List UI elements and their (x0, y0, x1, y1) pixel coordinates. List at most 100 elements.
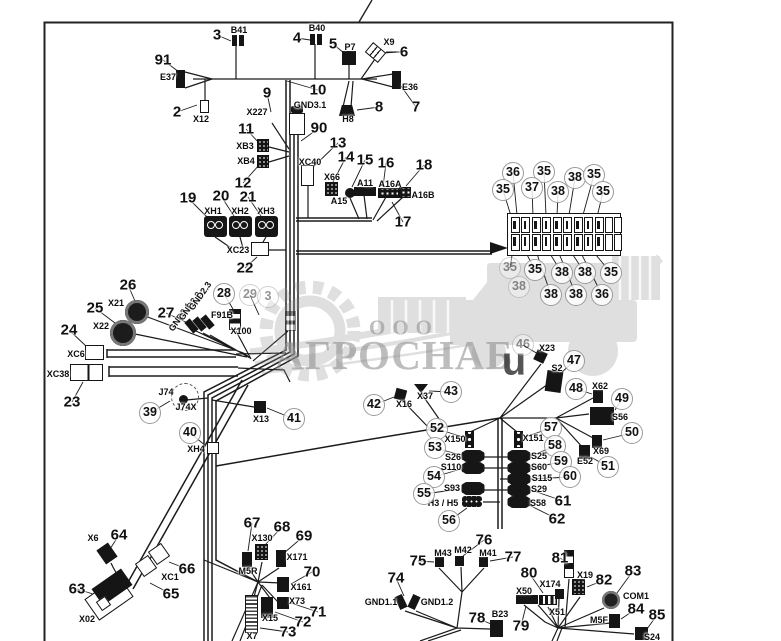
callout-38: 38 (565, 284, 587, 306)
leader-line-61 (530, 489, 564, 502)
leader-line-84 (620, 608, 637, 620)
leader-line-78 (476, 617, 492, 625)
callout-3: 3 (212, 26, 222, 44)
callout-35: 35 (533, 161, 555, 183)
part-label-x151: X151 (522, 433, 544, 443)
part-label-x6: X6 (87, 533, 99, 543)
xh2-relay (229, 216, 252, 237)
fuse-slot-empty (613, 233, 622, 251)
part-label-x7: X7 (246, 631, 258, 641)
leader-line-3 (216, 34, 232, 42)
part-label-m41: M41 (479, 548, 497, 558)
s115-switch (509, 473, 529, 485)
callout-39: 39 (139, 402, 161, 424)
callout-17: 17 (394, 213, 412, 231)
callout-90: 90 (310, 119, 328, 137)
callout-37: 37 (521, 177, 543, 199)
x22-sensor (110, 320, 136, 346)
m5f-motor (609, 614, 620, 628)
callout-54: 54 (423, 466, 445, 488)
callout-79: 79 (512, 617, 530, 635)
callout-22: 22 (236, 259, 254, 277)
callout-24: 24 (60, 321, 78, 339)
part-label-xc23: XC23 (226, 245, 250, 255)
part-label-x66: X66 (323, 172, 341, 182)
j74x-splice-ring (171, 383, 199, 411)
callout-60: 60 (559, 466, 581, 488)
callout-38: 38 (551, 262, 573, 284)
callout-16: 16 (377, 154, 395, 172)
callout-73: 73 (279, 623, 297, 641)
leader-line-16 (382, 162, 387, 188)
x7-connector (245, 595, 258, 633)
leader-line-82 (586, 579, 605, 588)
leader-line-2 (176, 104, 198, 113)
a11-module (354, 187, 376, 196)
part-label-x227: X227 (246, 107, 268, 117)
b40-connector-b (317, 34, 322, 45)
leader-line-13 (309, 142, 339, 171)
leader-line-77 (489, 556, 514, 562)
part-label-p7: P7 (344, 42, 356, 52)
fuse-slot-empty (613, 217, 622, 233)
a16b-module (399, 187, 411, 198)
callout-61: 61 (554, 492, 572, 510)
xh3-relay (255, 216, 278, 237)
s24-switch (635, 627, 648, 640)
callout-28: 28 (213, 283, 235, 305)
s60-switch (509, 462, 529, 474)
leader-line-79 (520, 605, 527, 627)
j74-splice (179, 395, 188, 404)
b41-connector-a (232, 35, 237, 46)
part-label-xc40: XC40 (298, 157, 322, 167)
part-label-com1: COM1 (622, 591, 650, 601)
leader-line-24 (68, 329, 88, 348)
part-label-x100: X100 (230, 326, 252, 336)
s2-switch (544, 369, 564, 394)
callout-35: 35 (524, 259, 546, 281)
h3-h5-lamp (462, 496, 482, 507)
part-label-a16b: A16B (411, 190, 435, 200)
x171-connector (276, 550, 286, 567)
leader-line-64 (109, 534, 120, 550)
fuse-slot-empty (605, 217, 613, 233)
part-label-f91b: F91B (210, 310, 234, 320)
callout-77: 77 (504, 548, 522, 566)
part-label-xc38: XC38 (46, 369, 70, 379)
callout-56: 56 (438, 510, 460, 532)
part-label-m42: M42 (454, 545, 472, 555)
xb4-connector (257, 155, 269, 168)
x19-antenna (564, 550, 574, 578)
part-label-xh1: XH1 (204, 206, 222, 216)
top-callout-leader (358, 0, 373, 23)
fuse-slot (573, 217, 583, 233)
callout-48: 48 (565, 378, 587, 400)
part-label-j74x: J74X (175, 402, 197, 412)
part-label-x171: X171 (286, 552, 308, 562)
callout-11: 11 (238, 120, 254, 138)
callout-53: 53 (424, 437, 446, 459)
part-label-e52: E52 (576, 456, 594, 466)
part-label-x19: X19 (576, 570, 594, 580)
leader-line-74 (395, 577, 405, 597)
fuse-slot (594, 233, 604, 251)
part-label-b23: B23 (491, 609, 509, 619)
leader-line-8 (356, 106, 380, 111)
callout-55: 55 (413, 483, 435, 505)
part-label-b41: B41 (230, 25, 248, 35)
part-label-h3-h5: H3 / H5 (427, 498, 459, 508)
diagram-frame (43, 21, 674, 641)
callout-68: 68 (273, 518, 291, 536)
callout-18: 18 (415, 156, 433, 174)
part-label-s115: S115 (531, 473, 553, 483)
leader-line-4 (296, 37, 311, 41)
p7-connector (342, 51, 356, 65)
x37-connector (414, 384, 428, 393)
part-label-m5f: M5F (590, 615, 608, 625)
leader-line-80 (528, 572, 544, 594)
leader-line-23 (71, 381, 84, 403)
part-label-a15: A15 (330, 196, 348, 206)
callout-50: 50 (621, 422, 643, 444)
part-label-s26: S26 (444, 452, 462, 462)
xc23-connector (251, 242, 269, 256)
